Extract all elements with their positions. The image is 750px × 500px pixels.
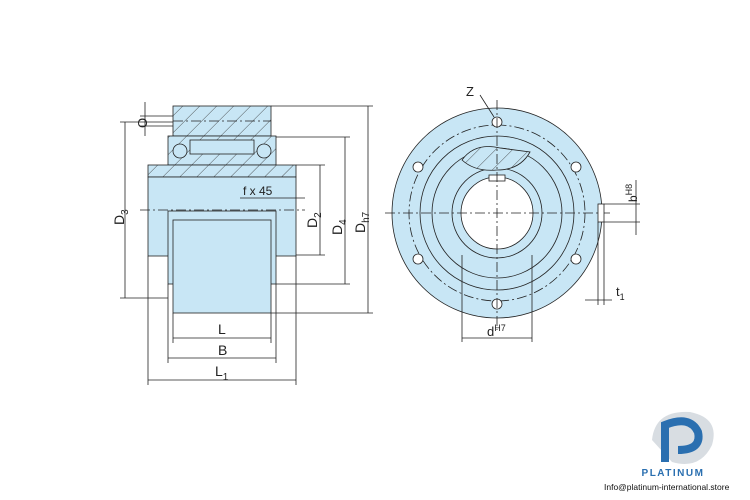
svg-text:D3: D3 (111, 209, 131, 225)
label-D4: D4 (329, 219, 349, 235)
side-view (120, 102, 373, 385)
platinum-logo-icon (652, 411, 714, 464)
front-view (385, 94, 640, 342)
label-D2: D2 (304, 212, 324, 228)
svg-text:Dh7: Dh7 (352, 211, 372, 233)
svg-text:D4: D4 (329, 219, 349, 235)
label-L: L (218, 321, 226, 337)
logo-name: PLATINUM (641, 468, 705, 479)
label-D3: D3 (111, 209, 131, 225)
logo-email: Info@platinum-international.store (604, 482, 730, 492)
label-f45: f x 45 (243, 184, 273, 198)
label-O: O (135, 118, 150, 128)
label-dH7: dH7 (487, 323, 506, 339)
svg-text:bH8: bH8 (624, 184, 640, 202)
label-Dh7: Dh7 (352, 211, 372, 233)
label-Z: Z (466, 84, 474, 99)
label-bH8: bH8 (624, 184, 640, 202)
label-t1: t1 (616, 284, 625, 302)
svg-text:D2: D2 (304, 212, 324, 228)
label-L1: L1 (215, 363, 229, 383)
label-B: B (218, 342, 227, 358)
